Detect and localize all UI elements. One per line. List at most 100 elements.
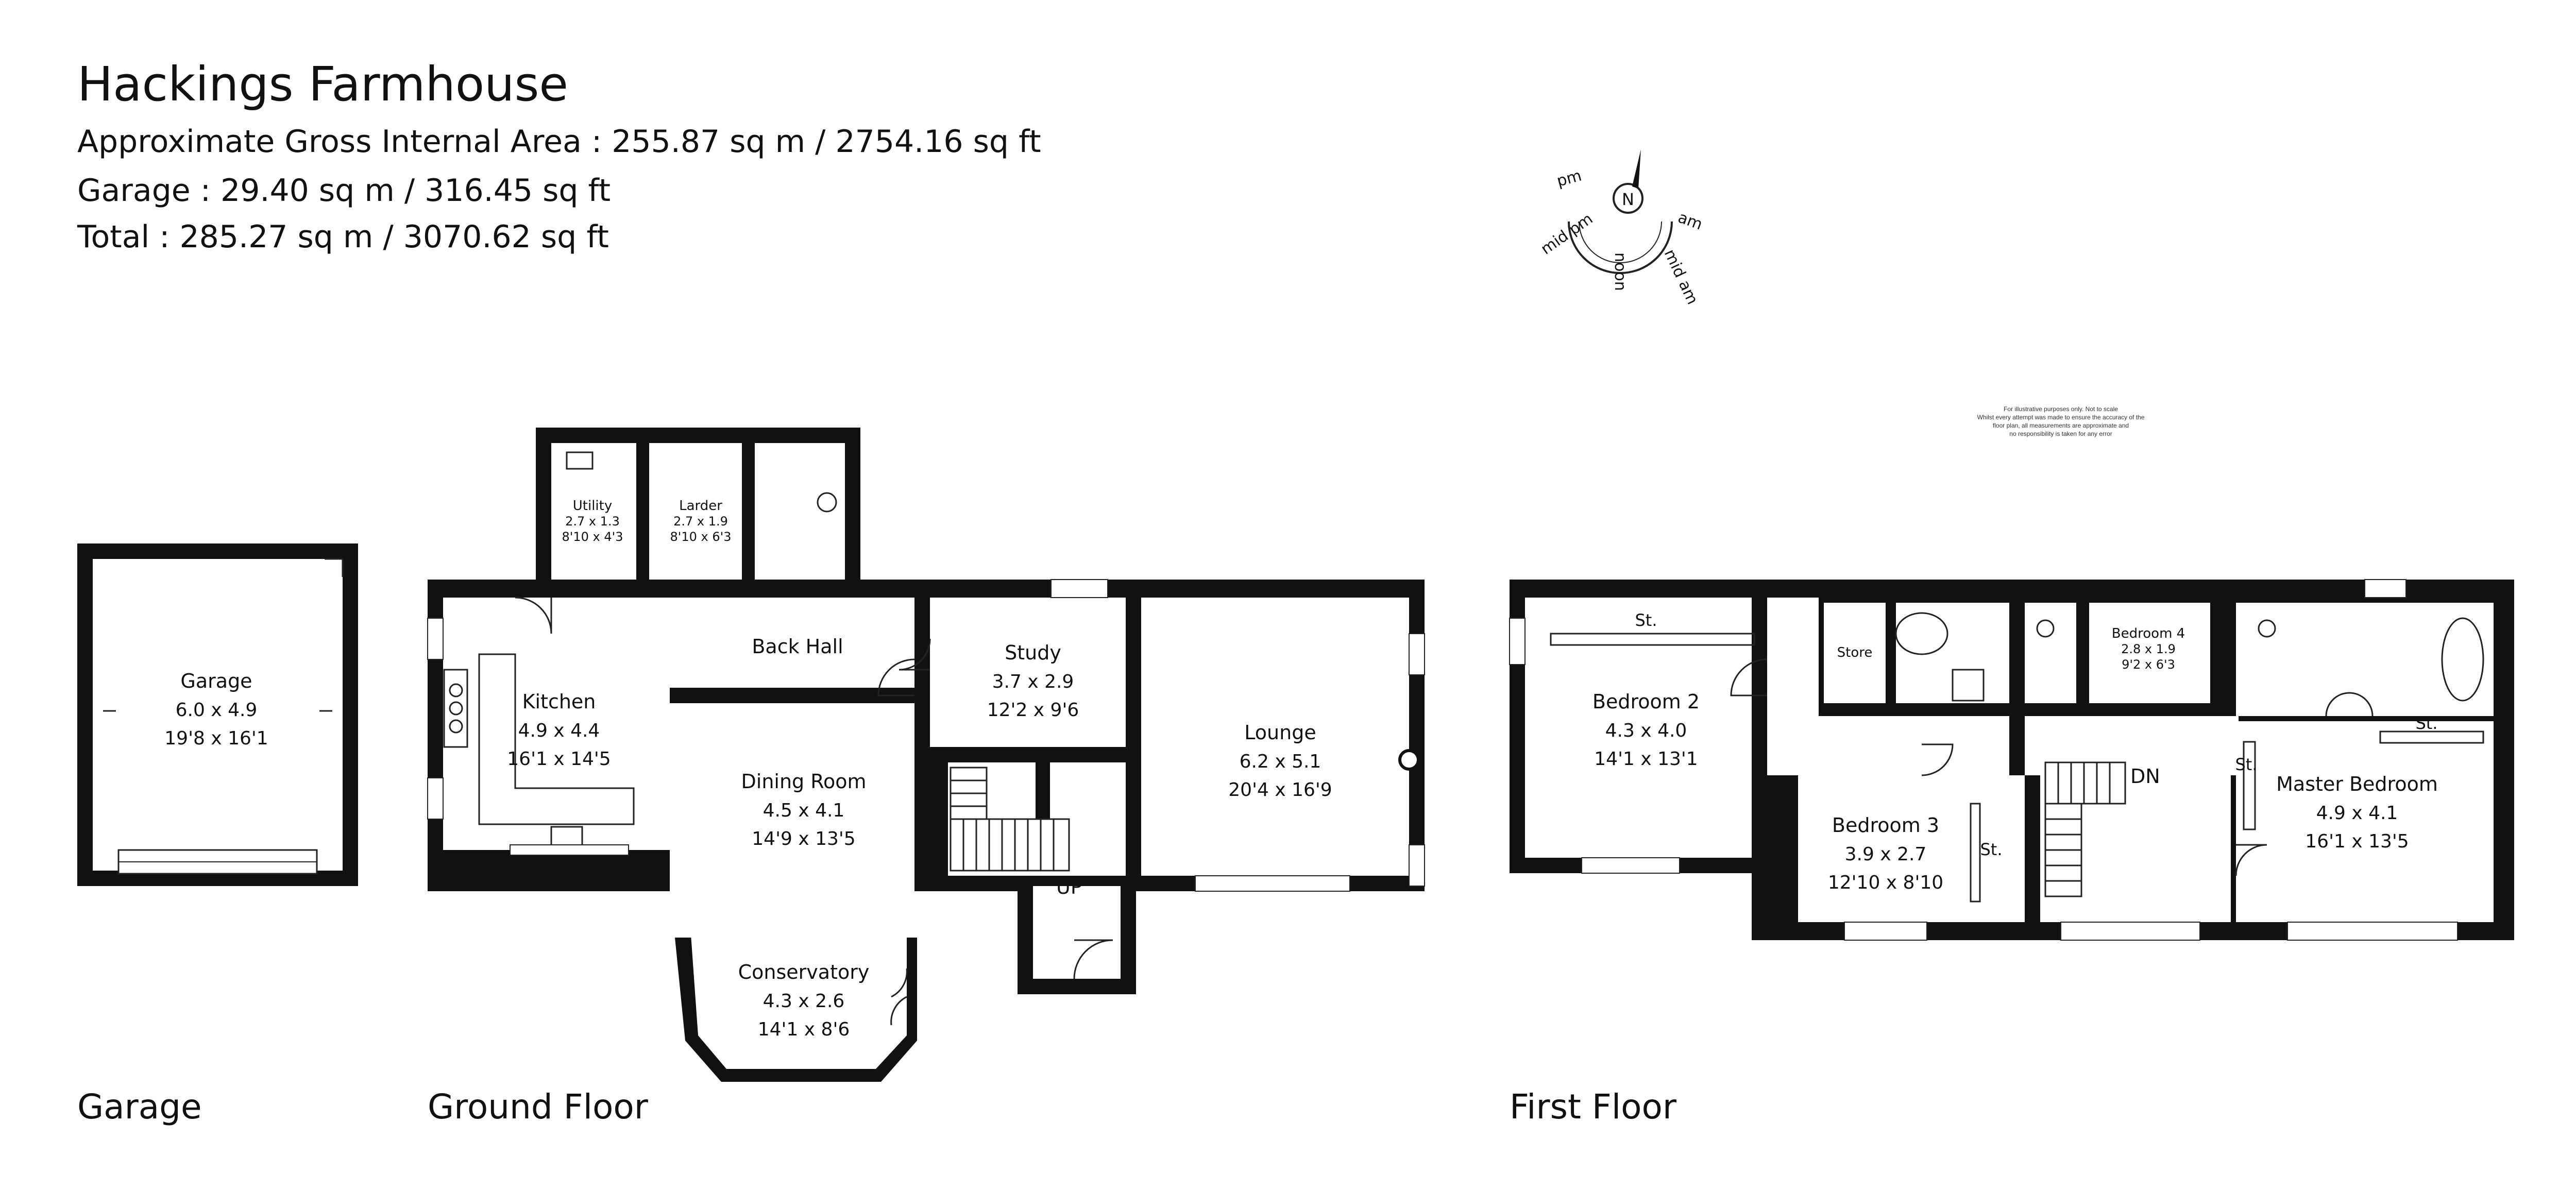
room-dim-imperial: 16'1 x 14'5 bbox=[507, 749, 611, 770]
door bbox=[890, 996, 907, 1026]
window bbox=[427, 618, 444, 660]
shower-icon bbox=[1952, 669, 1985, 702]
storage-label: St. bbox=[1635, 610, 1657, 630]
cooker bbox=[443, 669, 468, 748]
compass: N am mid am noon mid pm pm bbox=[1538, 149, 1705, 307]
room-floor-wc bbox=[755, 443, 845, 582]
toilet-icon bbox=[2036, 619, 2055, 638]
storage-label: St. bbox=[1980, 840, 2002, 859]
room-name-utility: Utility bbox=[573, 498, 612, 514]
room-dim-metric: 6.2 x 5.1 bbox=[1240, 751, 1321, 772]
room-name-lounge: Lounge bbox=[1244, 721, 1316, 744]
disclaimer: For illustrative purposes only. Not to s… bbox=[1927, 405, 2195, 438]
wardrobe bbox=[1970, 803, 1981, 903]
room-dim-metric: 4.9 x 4.4 bbox=[518, 720, 600, 741]
room-floor-lounge bbox=[1141, 598, 1409, 876]
compass-arc-inner bbox=[1579, 221, 1662, 263]
wall bbox=[1126, 701, 1141, 819]
room-name-kitchen: Kitchen bbox=[522, 690, 596, 713]
door bbox=[1073, 939, 1113, 979]
compass-mid-am: mid am bbox=[1660, 247, 1702, 308]
disclaimer-line: Whilst every attempt was made to ensure … bbox=[1977, 414, 2145, 421]
room-dim-imperial: 8'10 x 4'3 bbox=[562, 530, 623, 544]
wardrobe bbox=[2243, 741, 2256, 830]
door bbox=[899, 638, 931, 671]
room-floor-bedroom4 bbox=[2089, 603, 2210, 703]
room-name-larder: Larder bbox=[679, 498, 722, 514]
stair-up-label: UP bbox=[1056, 876, 1082, 898]
room-dim-imperial: 8'10 x 6'3 bbox=[670, 530, 731, 544]
door bbox=[891, 968, 908, 998]
garage-plan: Garage 6.0 x 4.9 19'8 x 16'1 bbox=[77, 543, 358, 886]
room-dim-imperial: 12'2 x 9'6 bbox=[987, 700, 1079, 721]
room-dim-metric: 2.8 x 1.9 bbox=[2121, 642, 2176, 656]
room-floor-larder bbox=[649, 443, 742, 582]
washbasin-icon bbox=[566, 451, 594, 470]
window bbox=[1509, 618, 1526, 665]
disclaimer-line: floor plan, all measurements are approxi… bbox=[1992, 422, 2129, 429]
room-floor-master bbox=[2236, 721, 2494, 922]
room-floor-wc bbox=[2025, 603, 2076, 703]
room-dim-imperial: 16'1 x 13'5 bbox=[2305, 831, 2409, 852]
room-name-master: Master Bedroom bbox=[2276, 773, 2438, 795]
floor-label-garage: Garage bbox=[77, 1087, 202, 1127]
staircase bbox=[2044, 761, 2126, 897]
compass-ring bbox=[1613, 183, 1643, 214]
door bbox=[877, 658, 915, 696]
door bbox=[2325, 692, 2350, 717]
room-name-dining: Dining Room bbox=[741, 770, 867, 793]
window bbox=[1050, 579, 1108, 598]
room-floor-ensuite bbox=[2236, 603, 2494, 716]
disclaimer-line: no responsibility is taken for any error bbox=[2009, 430, 2112, 437]
first-floor-plan: Bedroom 2 4.3 x 4.0 14'1 x 13'1 St. Stor… bbox=[1509, 579, 2514, 941]
ground-floor-plan: Utility 2.7 x 1.3 8'10 x 4'3 Larder 2.7 … bbox=[427, 428, 1425, 1082]
room-floor-back-hall bbox=[670, 598, 914, 688]
storage-label: St. bbox=[2235, 755, 2257, 774]
window bbox=[1195, 875, 1350, 892]
room-name-bedroom3: Bedroom 3 bbox=[1832, 814, 1939, 837]
room-name-study: Study bbox=[1005, 641, 1061, 664]
room-dim-imperial: 9'2 x 6'3 bbox=[2122, 657, 2175, 672]
door bbox=[2235, 844, 2267, 876]
window bbox=[510, 844, 629, 856]
room-dim-imperial: 12'10 x 8'10 bbox=[1828, 872, 1943, 893]
room-dim-imperial: 19'8 x 16'1 bbox=[164, 728, 268, 749]
staircase bbox=[950, 767, 1070, 872]
stairwell-floor bbox=[2040, 757, 2231, 922]
window bbox=[1844, 922, 1927, 941]
room-dim-metric: 2.7 x 1.3 bbox=[565, 514, 620, 529]
compass-pm: pm bbox=[1555, 166, 1584, 190]
compass-noon: noon bbox=[1611, 252, 1629, 291]
door bbox=[2349, 692, 2374, 717]
floor-area bbox=[93, 559, 343, 871]
sink bbox=[550, 826, 583, 848]
room-floor-store bbox=[1824, 603, 1886, 703]
room-name-store: Store bbox=[1837, 645, 1873, 660]
door bbox=[515, 597, 552, 634]
door bbox=[1730, 658, 1768, 696]
room-dim-metric: 4.9 x 4.1 bbox=[2316, 803, 2398, 824]
wardrobe bbox=[2379, 730, 2484, 744]
room-floor-utility bbox=[551, 443, 636, 582]
room-name-conservatory: Conservatory bbox=[738, 961, 870, 983]
hob-ring-icon bbox=[449, 701, 463, 716]
window bbox=[325, 558, 344, 577]
room-name-bedroom2: Bedroom 2 bbox=[1592, 690, 1700, 713]
room-dim-imperial: 14'1 x 13'1 bbox=[1594, 749, 1698, 770]
window bbox=[1409, 633, 1425, 675]
room-dim-imperial: 20'4 x 16'9 bbox=[1228, 779, 1332, 801]
room-dim-metric: 3.7 x 2.9 bbox=[992, 671, 1074, 692]
room-floor-conservatory bbox=[688, 891, 907, 1069]
bath-icon bbox=[1895, 612, 1948, 655]
room-dim-imperial: 14'1 x 8'6 bbox=[758, 1019, 850, 1040]
room-name-bedroom4: Bedroom 4 bbox=[2112, 626, 2185, 641]
compass-arc bbox=[1568, 221, 1673, 274]
room-floor-study bbox=[930, 598, 1126, 747]
door bbox=[1921, 743, 1954, 776]
room-dim-metric: 4.3 x 2.6 bbox=[763, 991, 845, 1012]
room-name-garage: Garage bbox=[180, 670, 252, 692]
room-name-back-hall: Back Hall bbox=[752, 635, 843, 658]
total-area: Total : 285.27 sq m / 3070.62 sq ft bbox=[77, 219, 609, 255]
window bbox=[1409, 844, 1425, 887]
